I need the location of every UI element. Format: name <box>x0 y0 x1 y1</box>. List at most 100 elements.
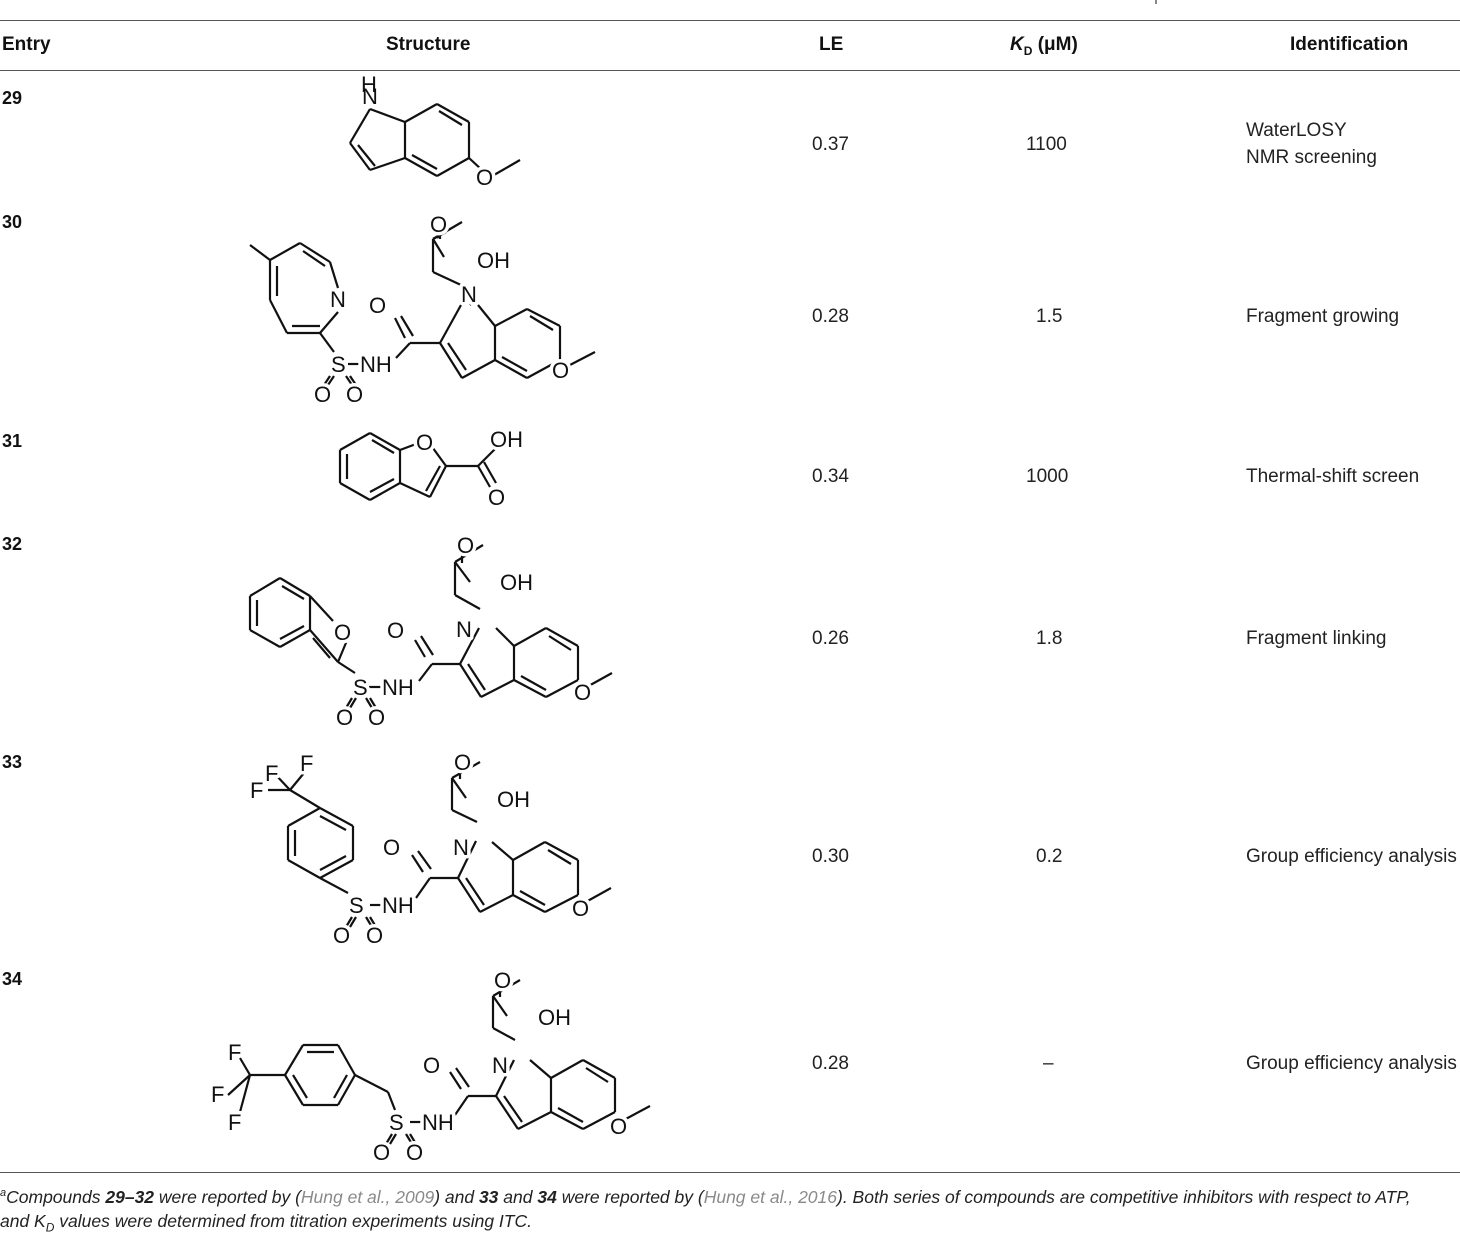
citation-link[interactable]: Hung et al., 2016 <box>703 1186 837 1207</box>
atom-o: O <box>574 680 591 705</box>
footnote-text: ). Both series of compounds are competit… <box>837 1186 1411 1207</box>
atom-s: S <box>353 675 368 700</box>
entry-number: 34 <box>2 969 23 989</box>
top-rule <box>0 20 1460 21</box>
atom-o: O <box>610 1114 627 1139</box>
structure-29: N H H O <box>349 72 521 194</box>
bottom-rule <box>0 1172 1460 1173</box>
atom-nh: NH <box>382 675 414 700</box>
header-kd-sub: D <box>1023 43 1033 58</box>
header-kd-k: K <box>1010 34 1024 55</box>
entry-number: 29 <box>2 88 23 108</box>
atom-o: O <box>488 485 505 510</box>
entry-number: 32 <box>2 534 23 554</box>
atom-f: F <box>265 761 278 786</box>
header-kd-unit: (μM) <box>1037 34 1078 55</box>
atom-n: N <box>456 617 472 642</box>
atom-f: F <box>250 778 263 803</box>
structure-31: O OH O <box>338 424 527 514</box>
footnote: aCompounds 29–32 were reported by (Hung … <box>0 1181 1460 1239</box>
atom-o: O <box>454 750 471 775</box>
atom-n: N <box>362 84 378 109</box>
atom-o: O <box>387 618 404 643</box>
kd-value: 0.2 <box>1036 846 1063 867</box>
atom-nh: NH <box>422 1110 454 1135</box>
top-mark <box>1155 0 1157 4</box>
atom-o: O <box>333 923 350 948</box>
atom-o: O <box>494 968 511 993</box>
compound-range-dash: – <box>124 1186 135 1207</box>
compound-ref: 29 <box>105 1186 125 1207</box>
atom-o: O <box>423 1053 440 1078</box>
le-value: 0.28 <box>812 1053 849 1074</box>
atom-o: O <box>406 1140 423 1165</box>
kd-value: 1100 <box>1026 134 1067 155</box>
atom-o: O <box>383 835 400 860</box>
atom-s: S <box>389 1110 404 1135</box>
atom-oh: OH <box>538 1005 571 1030</box>
atom-nh: NH <box>360 352 392 377</box>
structure-33: F F F S NH O O O N O O OH <box>250 750 612 948</box>
header-le: LE <box>819 34 844 55</box>
citation-link[interactable]: Hung et al., 2009 <box>300 1186 435 1207</box>
identification-line-1: WaterLOSY <box>1246 120 1347 141</box>
entry-number: 31 <box>2 431 23 451</box>
atom-f: F <box>228 1110 241 1135</box>
atom-o: O <box>336 705 353 730</box>
atom-o: O <box>346 382 363 407</box>
atom-f: F <box>300 751 313 776</box>
header-identification: Identification <box>1290 34 1409 55</box>
header-kd: KD (μM) <box>1010 34 1078 58</box>
atom-o: O <box>416 430 433 455</box>
le-value: 0.30 <box>812 846 849 867</box>
atom-nh: NH <box>382 893 414 918</box>
atom-f: F <box>228 1040 241 1065</box>
footnote-text: and <box>498 1186 538 1207</box>
atom-o: O <box>366 923 383 948</box>
atom-o: O <box>373 1140 390 1165</box>
atom-o: O <box>476 165 493 190</box>
footnote-subscript: D <box>45 1220 55 1235</box>
identification-line-2: NMR screening <box>1246 147 1377 168</box>
atom-o: O <box>457 533 474 558</box>
identification-line-1: Fragment growing <box>1246 306 1400 327</box>
structure-34: F F F S NH O O O N O O OH <box>211 968 651 1165</box>
atom-oh: OH <box>477 248 510 273</box>
structure-32: O S NH O O O N O O OH <box>248 533 613 730</box>
atom-s: S <box>331 352 346 377</box>
le-value: 0.34 <box>812 466 849 487</box>
entry-number: 33 <box>2 752 23 772</box>
kd-value: – <box>1043 1053 1054 1074</box>
atom-oh: OH <box>497 787 530 812</box>
identification-line-1: Thermal-shift screen <box>1246 466 1420 487</box>
identification-line-1: Fragment linking <box>1246 628 1387 649</box>
structure-30: N S NH O O O N O O OH <box>249 209 596 411</box>
compound-ref: 33 <box>478 1186 499 1207</box>
footnote-text: values were determined from titration ex… <box>54 1210 532 1231</box>
footnote-text: ) and <box>434 1186 479 1207</box>
atom-h-top: H <box>361 72 377 97</box>
atom-n: N <box>492 1053 508 1078</box>
entry-number: 30 <box>2 212 23 232</box>
compound-ref: 32 <box>134 1186 155 1207</box>
atom-f: F <box>211 1082 224 1107</box>
atom-o: O <box>334 620 351 645</box>
footnote-text: were reported by ( <box>556 1186 704 1207</box>
atom-oh: OH <box>490 427 523 452</box>
atom-s: S <box>349 893 364 918</box>
kd-value: 1000 <box>1026 466 1069 487</box>
footnote-text: were reported by ( <box>154 1186 301 1207</box>
atom-oh: OH <box>500 570 533 595</box>
identification-line-1: Group efficiency analysis <box>1246 846 1457 867</box>
atom-o: O <box>369 293 386 318</box>
atom-n: N <box>330 287 346 312</box>
le-value: 0.26 <box>812 628 849 649</box>
atom-o: O <box>368 705 385 730</box>
atom-o: O <box>552 358 569 383</box>
atom-o: O <box>572 896 589 921</box>
atom-o: O <box>314 382 331 407</box>
header-entry: Entry <box>2 34 51 55</box>
header-rule <box>0 70 1460 71</box>
atom-n: N <box>453 835 469 860</box>
compound-ref: 34 <box>537 1186 557 1207</box>
